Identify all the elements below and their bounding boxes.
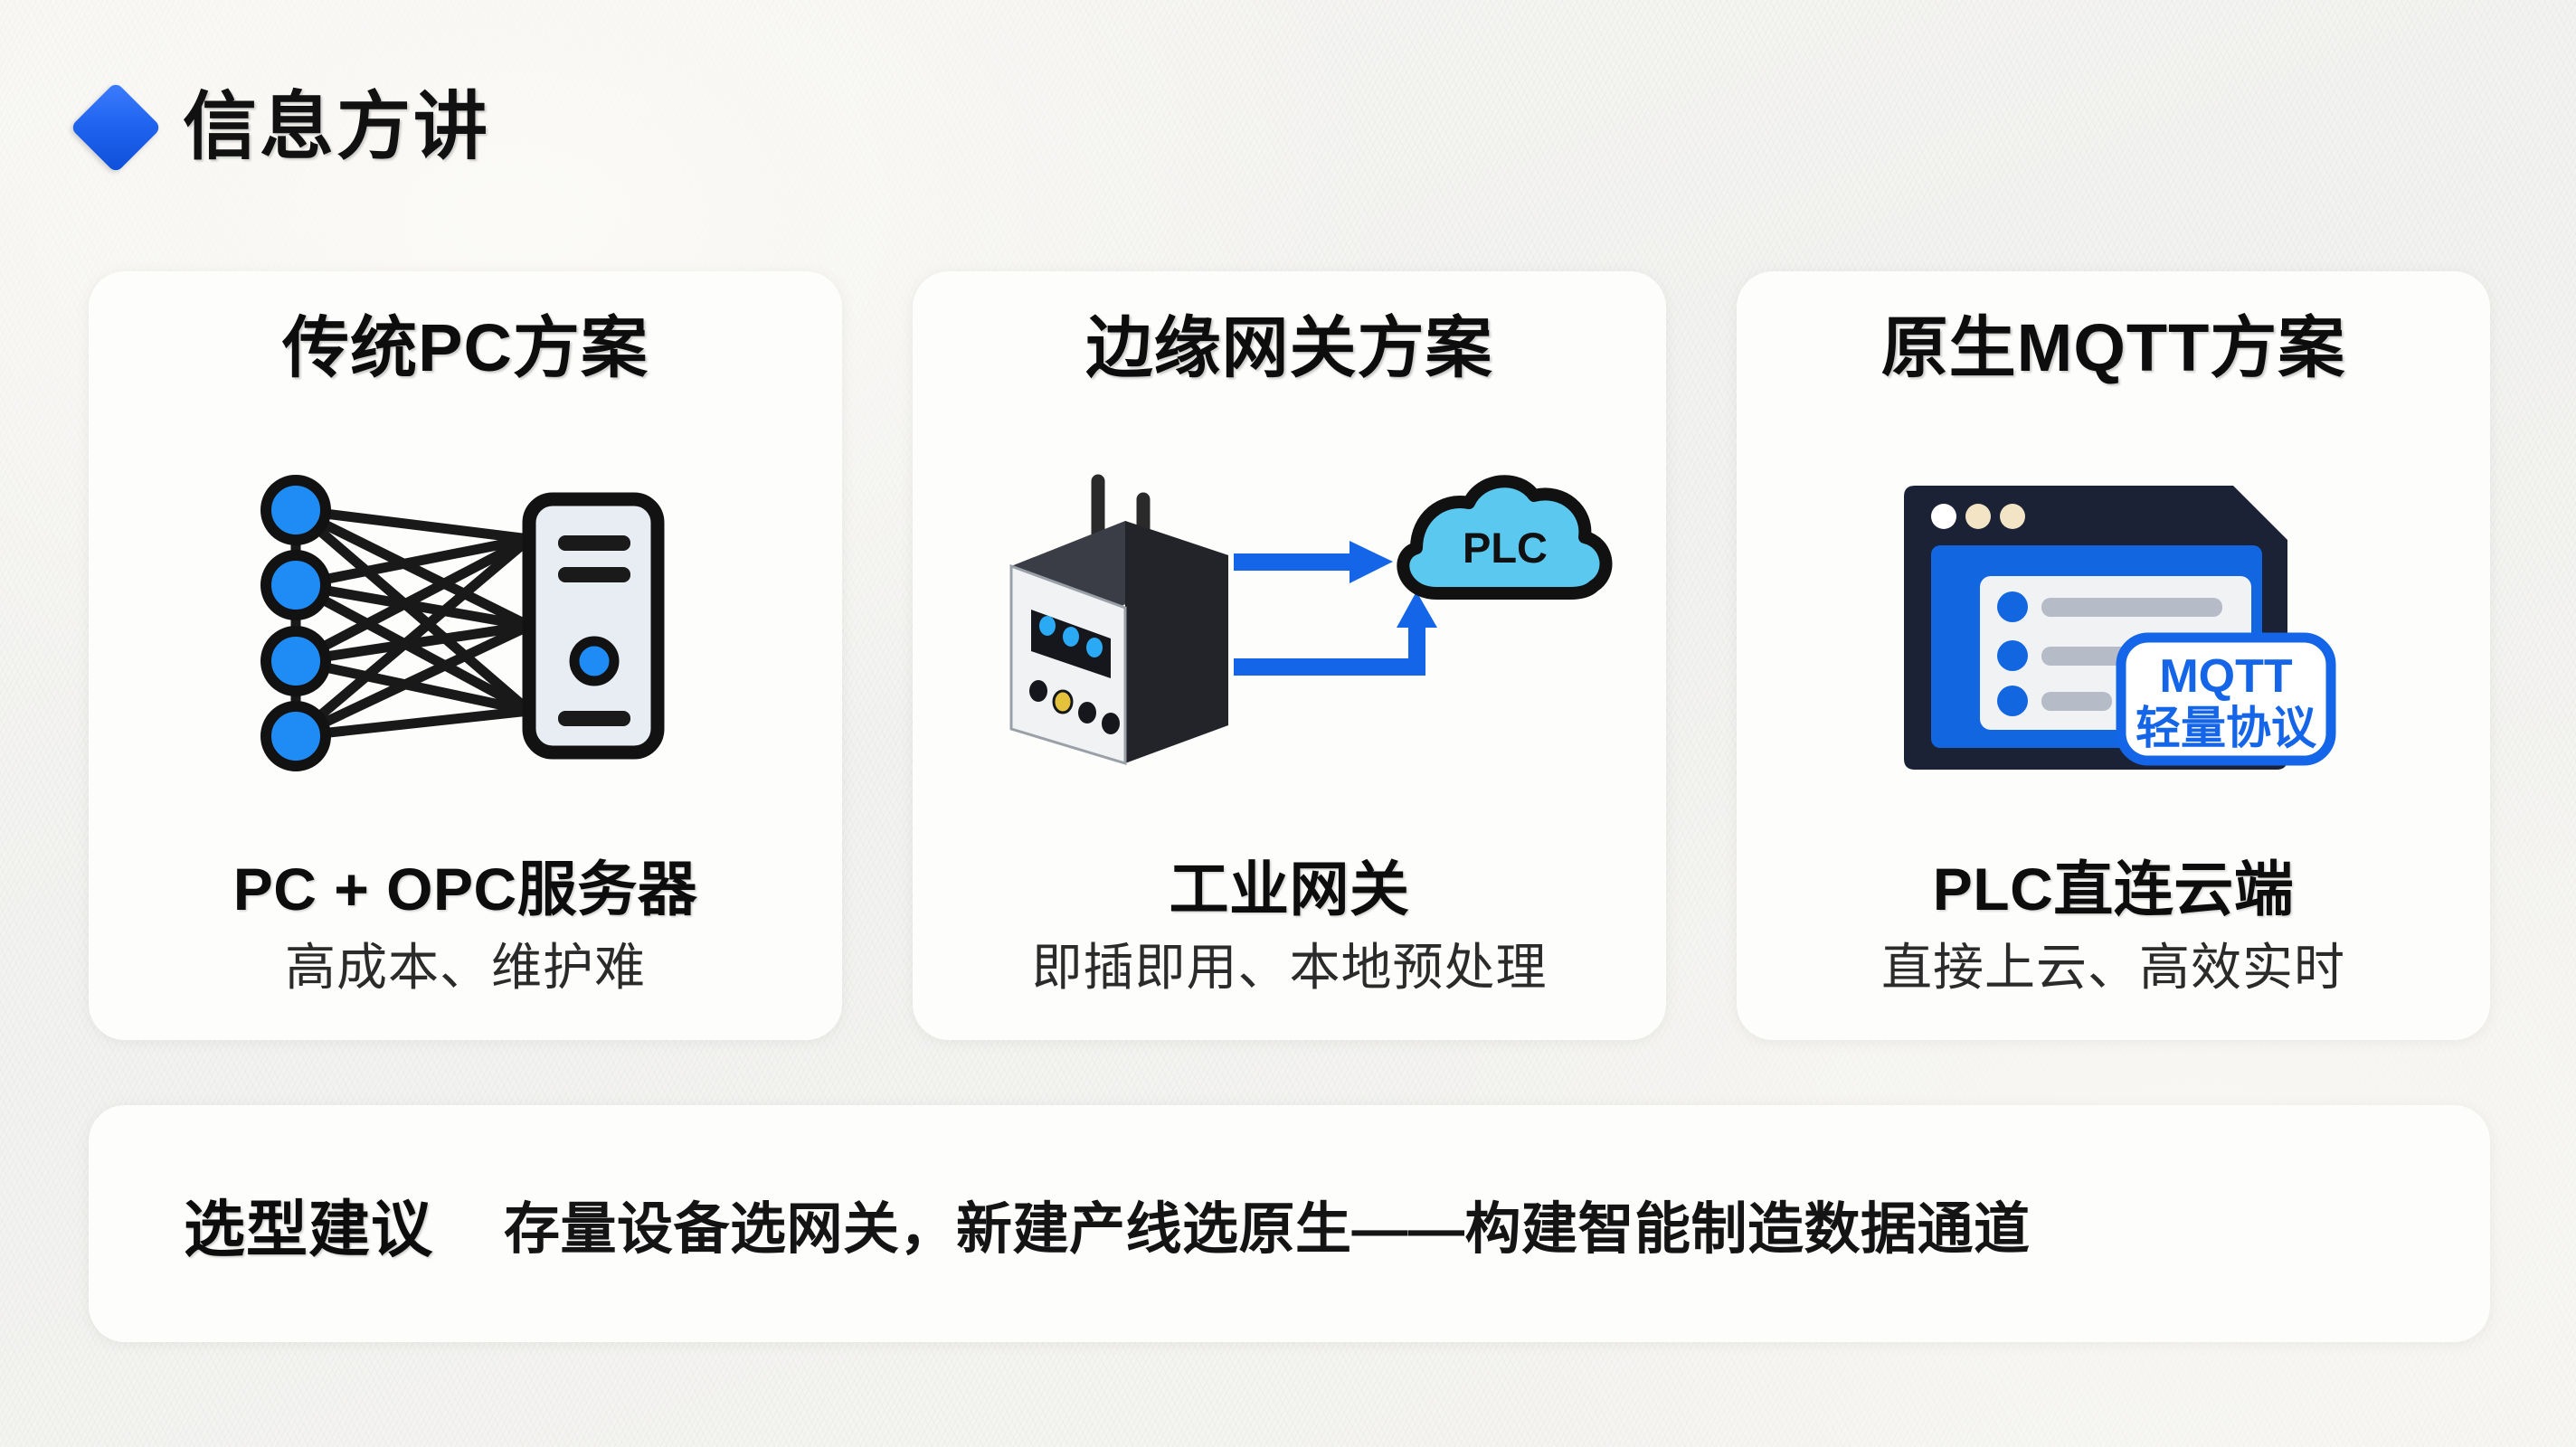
gateway-device-icon	[1009, 520, 1228, 765]
card-native-mqtt[interactable]: 原生MQTT方案	[1737, 271, 2490, 1040]
page-header: 信息方讲	[70, 81, 491, 174]
card-title: 传统PC方案	[282, 310, 649, 385]
card-label: 工业网关	[1169, 856, 1410, 922]
browser-window-mqtt-badge-icon: MQTT 轻量协议	[1903, 485, 2335, 770]
card-edge-gateway[interactable]: 边缘网关方案	[913, 271, 1666, 1040]
card-subtitle: 即插即用、本地预处理	[1031, 939, 1548, 996]
card-label: PLC直连云端	[1932, 856, 2295, 922]
server-tower-icon	[522, 492, 664, 760]
page-title: 信息方讲	[183, 86, 491, 168]
arrow-to-cloud-icon	[1233, 540, 1393, 583]
recommendation-text: 存量设备选网关，新建产线选原生——构建智能制造数据通道	[504, 1198, 2031, 1261]
card-illustration: MQTT 轻量协议	[1737, 383, 2490, 859]
badge-line-2: 轻量协议	[2136, 703, 2317, 753]
card-title: 边缘网关方案	[1085, 310, 1493, 385]
solution-cards-row: 传统PC方案	[89, 271, 2490, 1040]
card-title: 原生MQTT方案	[1880, 310, 2346, 385]
card-traditional-pc[interactable]: 传统PC方案	[89, 271, 842, 1040]
recommendation-label: 选型建议	[184, 1195, 434, 1264]
card-illustration	[89, 383, 842, 859]
plc-cloud-icon: PLC	[1396, 475, 1612, 600]
network-nodes-to-server-icon	[260, 474, 664, 771]
card-subtitle: 直接上云、高效实时	[1881, 939, 2345, 996]
mqtt-badge-icon: MQTT 轻量协议	[2116, 632, 2335, 766]
blue-diamond-icon	[70, 81, 162, 174]
arrow-from-cloud-icon	[1233, 591, 1437, 676]
cloud-label: PLC	[1463, 524, 1548, 572]
recommendation-banner: 选型建议 存量设备选网关，新建产线选原生——构建智能制造数据通道	[89, 1105, 2490, 1342]
industrial-gateway-to-cloud-icon: PLC	[1009, 474, 1612, 765]
card-illustration: PLC	[913, 383, 1666, 859]
card-label: PC + OPC服务器	[232, 856, 698, 922]
card-subtitle: 高成本、维护难	[285, 939, 646, 996]
badge-line-1: MQTT	[2159, 650, 2293, 703]
